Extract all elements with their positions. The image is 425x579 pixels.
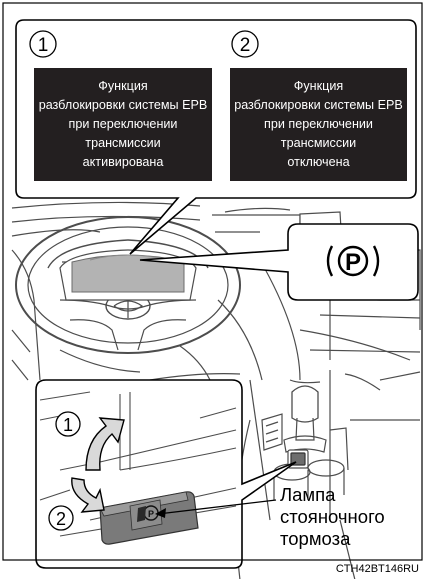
lamp-caption-line: Лампа [280,484,385,506]
callout-1-line: трансмиссии [34,134,212,153]
switch-inset [36,380,296,568]
svg-text:P: P [345,249,361,276]
callout-2-line: трансмиссии [230,134,407,153]
svg-text:1: 1 [63,415,73,435]
lamp-caption-line: тормоза [280,528,385,550]
callout-2-line: разблокировки системы EPB [230,96,407,115]
callout-2-line: отключена [230,153,407,172]
step-2-number: 2 [49,506,73,530]
step-1-number: 1 [56,412,80,436]
callout-2-line: Функция [230,77,407,96]
figure-code: CTH42BT146RU [336,563,419,575]
callout-2-number: 2 [232,31,258,57]
svg-text:1: 1 [38,35,49,56]
callout-2-line: при переключении [230,115,407,134]
callout-1-line: при переключении [34,115,212,134]
svg-text:2: 2 [56,509,66,529]
callout-2-message: Функция разблокировки системы EPB при пе… [230,68,407,181]
svg-text:2: 2 [240,35,251,56]
callout-1-line: активирована [34,153,212,172]
callout-1-number: 1 [30,31,56,57]
callout-1-line: разблокировки системы EPB [34,96,212,115]
lamp-caption: Лампа стояночного тормоза [280,484,385,550]
callout-1-message: Функция разблокировки системы EPB при пе… [34,68,212,181]
svg-text:P: P [148,509,154,519]
lamp-caption-line: стояночного [280,506,385,528]
callout-1-line: Функция [34,77,212,96]
